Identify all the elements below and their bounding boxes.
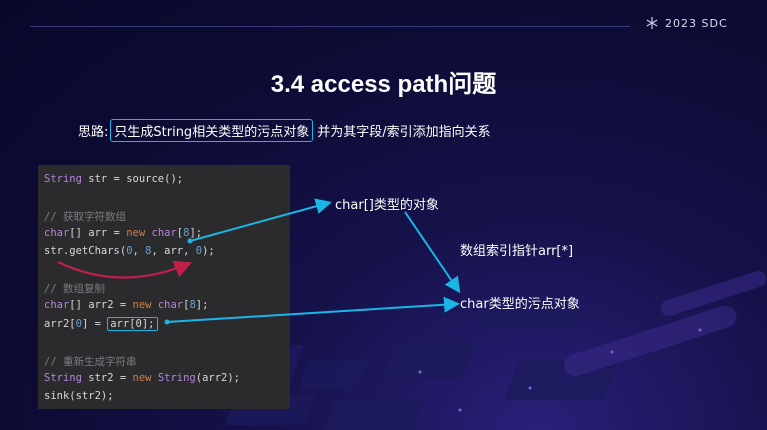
thought-highlight: 只生成String相关类型的污点对象	[110, 119, 314, 142]
code-line: String str = source();	[44, 173, 183, 185]
code-token: 0	[126, 245, 133, 257]
code-token: 0	[195, 245, 203, 257]
label-char-array-object: char[]类型的对象	[335, 198, 439, 213]
code-line: arr2[0] = arr[0];	[44, 317, 158, 331]
code-token: char	[151, 227, 177, 239]
highlighted-expression: arr[0];	[107, 317, 158, 331]
code-token: [	[176, 227, 184, 239]
code-token: );	[202, 245, 215, 257]
code-comment: // 数组复制	[44, 283, 105, 295]
code-token: String	[157, 372, 196, 384]
code-comment: // 获取字符数组	[44, 211, 126, 223]
code-token: String	[44, 173, 82, 185]
code-token: 8	[145, 245, 152, 257]
code-line: str.getChars(0, 8, arr, 0);	[44, 245, 215, 257]
brand: 2023 SDC	[645, 16, 728, 30]
label-array-index-pointer: 数组索引指针arr[*]	[460, 244, 574, 259]
brand-text: 2023 SDC	[665, 16, 728, 30]
thought-label: 思路:	[78, 125, 109, 140]
code-token: char	[44, 227, 70, 239]
header-rule	[30, 26, 630, 27]
code-token: new	[132, 299, 152, 311]
code-line: sink(str2);	[44, 390, 114, 402]
code-line: String str2 = new String(arr2);	[44, 372, 240, 384]
code-token: [] arr2 =	[69, 299, 133, 311]
code-token: String	[44, 372, 82, 384]
code-line: char[] arr2 = new char[8];	[44, 299, 208, 311]
label-char-taint-object: char类型的污点对象	[460, 297, 580, 312]
code-token: str2 =	[81, 372, 133, 384]
code-token: str.getChars(	[44, 245, 127, 257]
code-token: str = source();	[81, 173, 184, 185]
code-token: 0	[75, 318, 82, 330]
code-token: ];	[189, 227, 203, 239]
thought-rest: 并为其字段/索引添加指向关系	[317, 125, 491, 140]
snowflake-logo-icon	[646, 17, 658, 29]
code-token: char	[157, 299, 184, 311]
code-token: new	[132, 372, 152, 384]
thought-line: 思路: 只生成String相关类型的污点对象 并为其字段/索引添加指向关系	[78, 119, 491, 142]
code-token: char	[44, 299, 70, 311]
code-token: ] =	[81, 318, 108, 330]
code-line: char[] arr = new char[8];	[44, 227, 202, 239]
code-token: ];	[195, 299, 209, 311]
code-token: 8	[183, 227, 190, 239]
code-token: ,	[132, 245, 146, 257]
code-panel: String str = source(); // 获取字符数组 char[] …	[38, 165, 290, 409]
code-token: (arr2);	[195, 372, 241, 384]
code-comment: // 重新生成字符串	[44, 356, 137, 368]
code-token: , arr,	[151, 245, 196, 257]
code-token: arr2[	[44, 318, 76, 330]
code-token: new	[126, 227, 146, 239]
slide-title: 3.4 access path问题	[270, 71, 497, 98]
code-token: [] arr =	[69, 227, 127, 239]
